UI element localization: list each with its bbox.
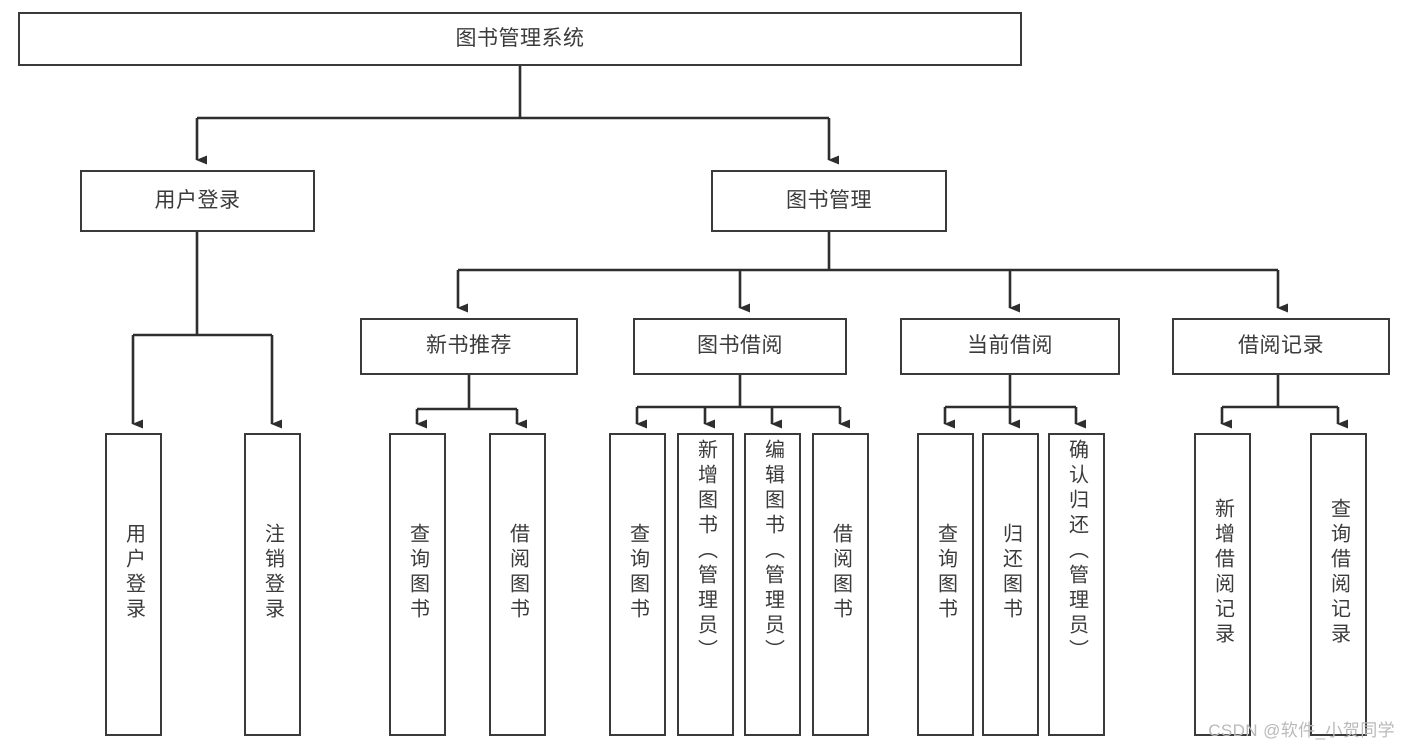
node-leaf-user-login[interactable]: 用户登录 [105,433,162,736]
node-leaf-add-record[interactable]: 新增借阅记录 [1194,433,1251,736]
node-leaf-query-book-1[interactable]: 查询图书 [389,433,446,736]
node-root[interactable]: 图书管理系统 [18,12,1022,66]
node-book-manage[interactable]: 图书管理 [711,170,947,232]
node-leaf-add-record-label: 新增借阅记录 [1211,498,1234,648]
node-leaf-edit-book[interactable]: 编辑图书（管理员） [744,433,801,736]
node-leaf-borrow-book-2-label: 借阅图书 [829,523,852,623]
node-book-borrow-label: 图书借阅 [697,334,783,358]
node-leaf-edit-book-label: 编辑图书（管理员） [761,439,784,664]
node-leaf-add-book[interactable]: 新增图书（管理员） [677,433,734,736]
node-leaf-query-book-2[interactable]: 查询图书 [609,433,666,736]
node-leaf-confirm-return-label: 确认归还（管理员） [1065,439,1088,664]
node-leaf-query-book-2-label: 查询图书 [626,523,649,623]
node-leaf-query-book-1-label: 查询图书 [406,523,429,623]
node-leaf-add-book-label: 新增图书（管理员） [694,439,717,664]
node-borrow-record-label: 借阅记录 [1238,334,1324,358]
node-leaf-query-book-3-label: 查询图书 [934,523,957,623]
node-user-login-label: 用户登录 [154,188,241,212]
node-leaf-borrow-book-1-label: 借阅图书 [506,523,529,623]
node-current-borrow-label: 当前借阅 [967,334,1053,358]
node-borrow-record[interactable]: 借阅记录 [1172,318,1390,375]
node-new-book-rec[interactable]: 新书推荐 [360,318,578,375]
node-leaf-query-record-label: 查询借阅记录 [1327,498,1350,648]
node-leaf-logout-label: 注销登录 [261,523,284,623]
node-leaf-borrow-book-2[interactable]: 借阅图书 [812,433,869,736]
node-leaf-query-record[interactable]: 查询借阅记录 [1310,433,1367,736]
node-leaf-return-book[interactable]: 归还图书 [982,433,1039,736]
node-leaf-logout[interactable]: 注销登录 [244,433,301,736]
node-current-borrow[interactable]: 当前借阅 [900,318,1120,375]
node-book-manage-label: 图书管理 [786,188,872,212]
node-leaf-query-book-3[interactable]: 查询图书 [917,433,974,736]
watermark-text: CSDN @软件_小贺同学 [1208,721,1395,740]
node-book-borrow[interactable]: 图书借阅 [633,318,847,375]
node-leaf-return-book-label: 归还图书 [999,523,1022,623]
node-user-login[interactable]: 用户登录 [80,170,315,232]
node-new-book-rec-label: 新书推荐 [426,334,512,358]
node-leaf-user-login-label: 用户登录 [122,523,145,623]
node-leaf-borrow-book-1[interactable]: 借阅图书 [489,433,546,736]
node-leaf-confirm-return[interactable]: 确认归还（管理员） [1048,433,1105,736]
node-root-label: 图书管理系统 [455,26,585,50]
